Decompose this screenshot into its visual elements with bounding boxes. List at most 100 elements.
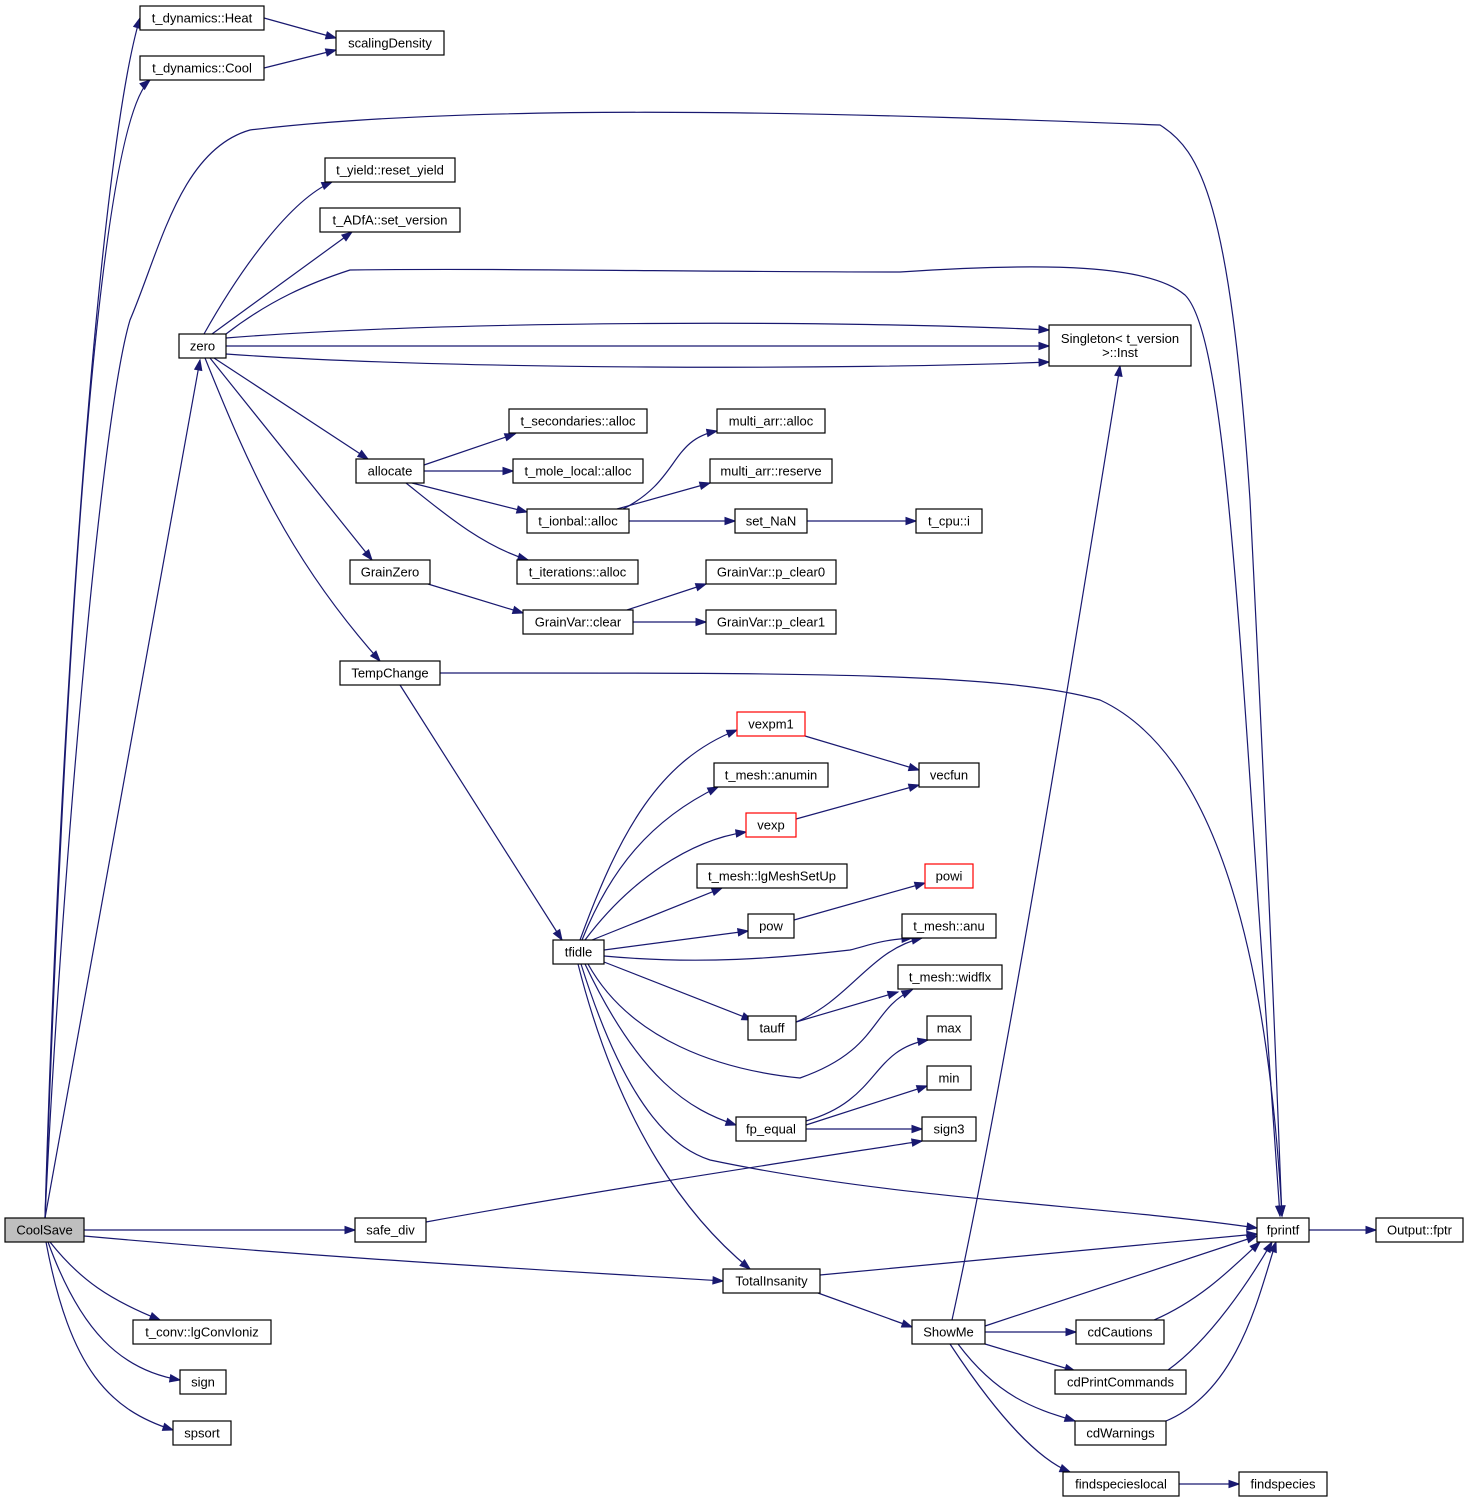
node-sign[interactable]: sign [179, 1369, 227, 1395]
node-box [1256, 1217, 1310, 1243]
edge-line [951, 365, 1121, 1321]
edge-line [603, 961, 753, 1021]
arrowhead [915, 1085, 929, 1094]
node-fptr[interactable]: Output::fptr [1375, 1217, 1464, 1243]
node-findspecies[interactable]: findspecies [1238, 1471, 1328, 1497]
call-edge-to-multireserve [616, 481, 712, 510]
node-tfidle[interactable]: tfidle [552, 939, 605, 965]
node-fprintf[interactable]: fprintf [1256, 1217, 1310, 1243]
node-resetyield[interactable]: t_yield::reset_yield [324, 157, 456, 183]
arrowhead [907, 762, 921, 772]
arrowhead [148, 1312, 162, 1321]
node-label: t_yield::reset_yield [336, 163, 444, 178]
node-vecfun[interactable]: vecfun [918, 762, 980, 788]
arrowhead [356, 449, 370, 460]
node-box [705, 559, 837, 585]
node-secalloc[interactable]: t_secondaries::alloc [508, 408, 648, 434]
arrowhead [913, 881, 927, 891]
node-totalinsanity[interactable]: TotalInsanity [722, 1268, 821, 1294]
node-box [526, 508, 630, 534]
node-pow[interactable]: pow [747, 913, 795, 939]
arrowhead [694, 583, 708, 592]
node-molealloc[interactable]: t_mole_local::alloc [512, 458, 644, 484]
arrowhead [324, 31, 338, 40]
node-lgconv[interactable]: t_conv::lgConvIoniz [132, 1319, 272, 1345]
node-tempchange[interactable]: TempChange [339, 660, 441, 686]
node-vexpm1[interactable]: vexpm1 [736, 711, 806, 737]
edge-line [795, 991, 899, 1023]
node-showme[interactable]: ShowMe [911, 1319, 986, 1345]
call-edge-to-anu [603, 934, 914, 961]
node-grainclear[interactable]: GrainVar::clear [522, 609, 634, 635]
node-fpequal[interactable]: fp_equal [735, 1116, 807, 1142]
node-label: TotalInsanity [735, 1274, 808, 1289]
call-edge-to-sign3 [425, 1138, 924, 1223]
node-iteralloc[interactable]: t_iterations::alloc [516, 559, 639, 585]
node-box [508, 408, 648, 434]
node-label: t_cpu::i [928, 514, 970, 529]
node-CoolSave[interactable]: CoolSave [4, 1217, 85, 1243]
arrowhead [193, 358, 203, 372]
node-vexp[interactable]: vexp [745, 812, 797, 838]
node-safediv[interactable]: safe_div [354, 1217, 427, 1243]
arrowhead [900, 989, 914, 999]
edge-line [411, 482, 528, 513]
node-anu[interactable]: t_mesh::anu [901, 913, 997, 939]
node-cdprint[interactable]: cdPrintCommands [1054, 1369, 1187, 1395]
node-cdwarnings[interactable]: cdWarnings [1074, 1420, 1167, 1446]
node-setnan[interactable]: set_NaN [734, 508, 808, 534]
node-cdcautions[interactable]: cdCautions [1075, 1319, 1165, 1345]
node-findlocal[interactable]: findspecieslocal [1062, 1471, 1180, 1497]
node-label: zero [190, 339, 215, 354]
node-widflx[interactable]: t_mesh::widflx [897, 964, 1003, 990]
node-max[interactable]: max [926, 1015, 972, 1041]
call-edge-to-setnan [629, 516, 737, 526]
node-cpui[interactable]: t_cpu::i [915, 508, 983, 534]
node-box [319, 207, 461, 233]
node-label: cdPrintCommands [1067, 1375, 1174, 1390]
edge-line [819, 1233, 1258, 1276]
call-edge-to-singleton [225, 322, 1051, 339]
node-sign3[interactable]: sign3 [921, 1116, 977, 1142]
node-spsort[interactable]: spsort [172, 1420, 232, 1446]
node-allocate[interactable]: allocate [355, 458, 425, 484]
node-min[interactable]: min [926, 1065, 972, 1091]
node-powi[interactable]: powi [924, 863, 974, 889]
node-box [734, 508, 808, 534]
call-edge-to-cdcautions [985, 1327, 1078, 1337]
node-box [139, 55, 265, 81]
call-edge-to-pow [603, 928, 750, 951]
call-edge-to-tfidle [399, 684, 563, 942]
node-box [324, 157, 456, 183]
node-zero[interactable]: zero [178, 333, 227, 359]
node-cool[interactable]: t_dynamics::Cool [139, 55, 265, 81]
call-edge-to-fptr [1309, 1225, 1378, 1235]
call-edge-to-grainzero [209, 357, 373, 562]
node-grainzero[interactable]: GrainZero [349, 559, 431, 585]
node-pclear0[interactable]: GrainVar::p_clear0 [705, 559, 837, 585]
call-edge-to-sign3 [806, 1124, 924, 1134]
node-label: powi [936, 869, 963, 884]
node-box [926, 1015, 972, 1041]
node-lgmesh[interactable]: t_mesh::lgMeshSetUp [696, 863, 848, 889]
node-scaling[interactable]: scalingDensity [335, 30, 445, 56]
node-anumin[interactable]: t_mesh::anumin [713, 762, 829, 788]
node-pclear1[interactable]: GrainVar::p_clear1 [705, 609, 837, 635]
node-ionalloc[interactable]: t_ionbal::alloc [526, 508, 630, 534]
edge-line [795, 937, 923, 1023]
node-setversion[interactable]: t_ADfA::set_version [319, 207, 461, 233]
node-tauff[interactable]: tauff [747, 1015, 797, 1041]
call-nodes: CoolSave t_dynamics::Heatt_dynamics::Cool… [4, 5, 1464, 1497]
node-singleton[interactable]: Singleton< t_version>::Inst [1048, 324, 1192, 367]
node-multireserve[interactable]: multi_arr::reserve [709, 458, 833, 484]
node-heat[interactable]: t_dynamics::Heat [139, 5, 265, 31]
arrowhead [725, 729, 739, 738]
edge-line [817, 1292, 913, 1328]
call-edge-to-powi [793, 881, 927, 921]
call-edge-to-totalinsanity [577, 963, 752, 1270]
node-label: allocate [368, 464, 413, 479]
call-edge-to-fprintf [1153, 1240, 1262, 1321]
node-box [178, 333, 227, 359]
node-multialloc[interactable]: multi_arr::alloc [716, 408, 826, 434]
call-edge-to-fprintf [439, 672, 1286, 1218]
